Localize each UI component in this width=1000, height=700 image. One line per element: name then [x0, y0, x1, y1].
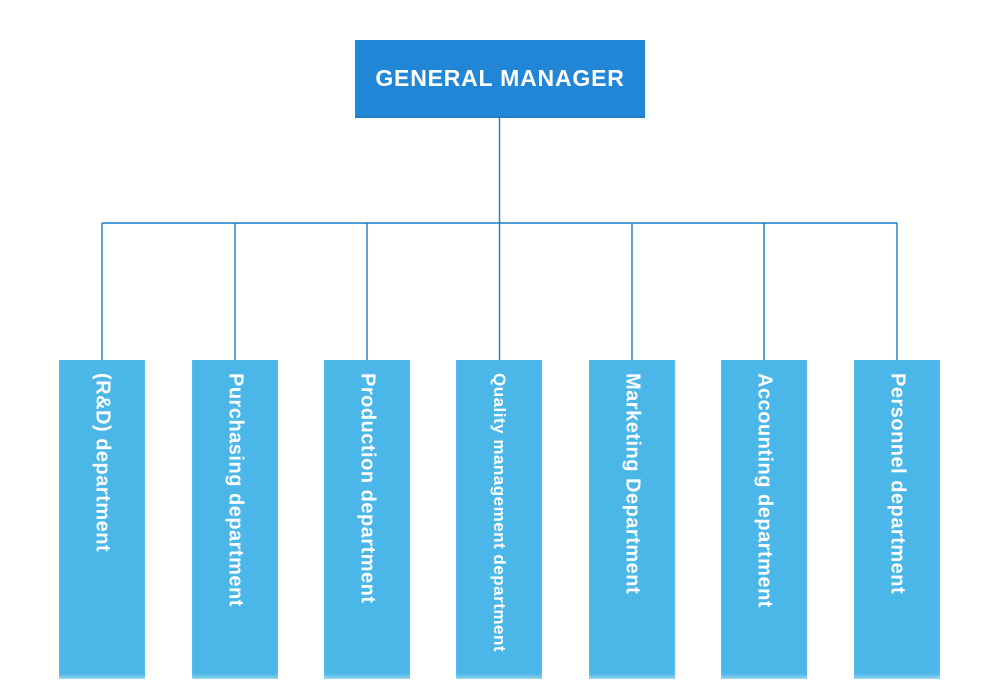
dept-label-quality-management: Quality management department [490, 373, 509, 653]
dept-node-rd[interactable]: (R&D) department [59, 360, 145, 679]
dept-node-production[interactable]: Production department [324, 360, 410, 679]
root-node-general-manager[interactable]: GENERAL MANAGER [355, 40, 645, 118]
dept-node-accounting[interactable]: Accounting department [721, 360, 807, 679]
dept-label-personnel: Personnel department [886, 373, 909, 595]
dept-label-accounting: Accounting department [753, 373, 776, 608]
dept-label-rd: (R&D) department [91, 373, 114, 553]
dept-label-production: Production department [356, 373, 379, 604]
dept-node-quality-management[interactable]: Quality management department [456, 360, 542, 679]
dept-node-marketing[interactable]: Marketing Department [589, 360, 675, 679]
dept-label-marketing: Marketing Department [621, 373, 644, 595]
dept-node-purchasing[interactable]: Purchasing department [192, 360, 278, 679]
dept-label-purchasing: Purchasing department [224, 373, 247, 607]
dept-node-personnel[interactable]: Personnel department [854, 360, 940, 679]
